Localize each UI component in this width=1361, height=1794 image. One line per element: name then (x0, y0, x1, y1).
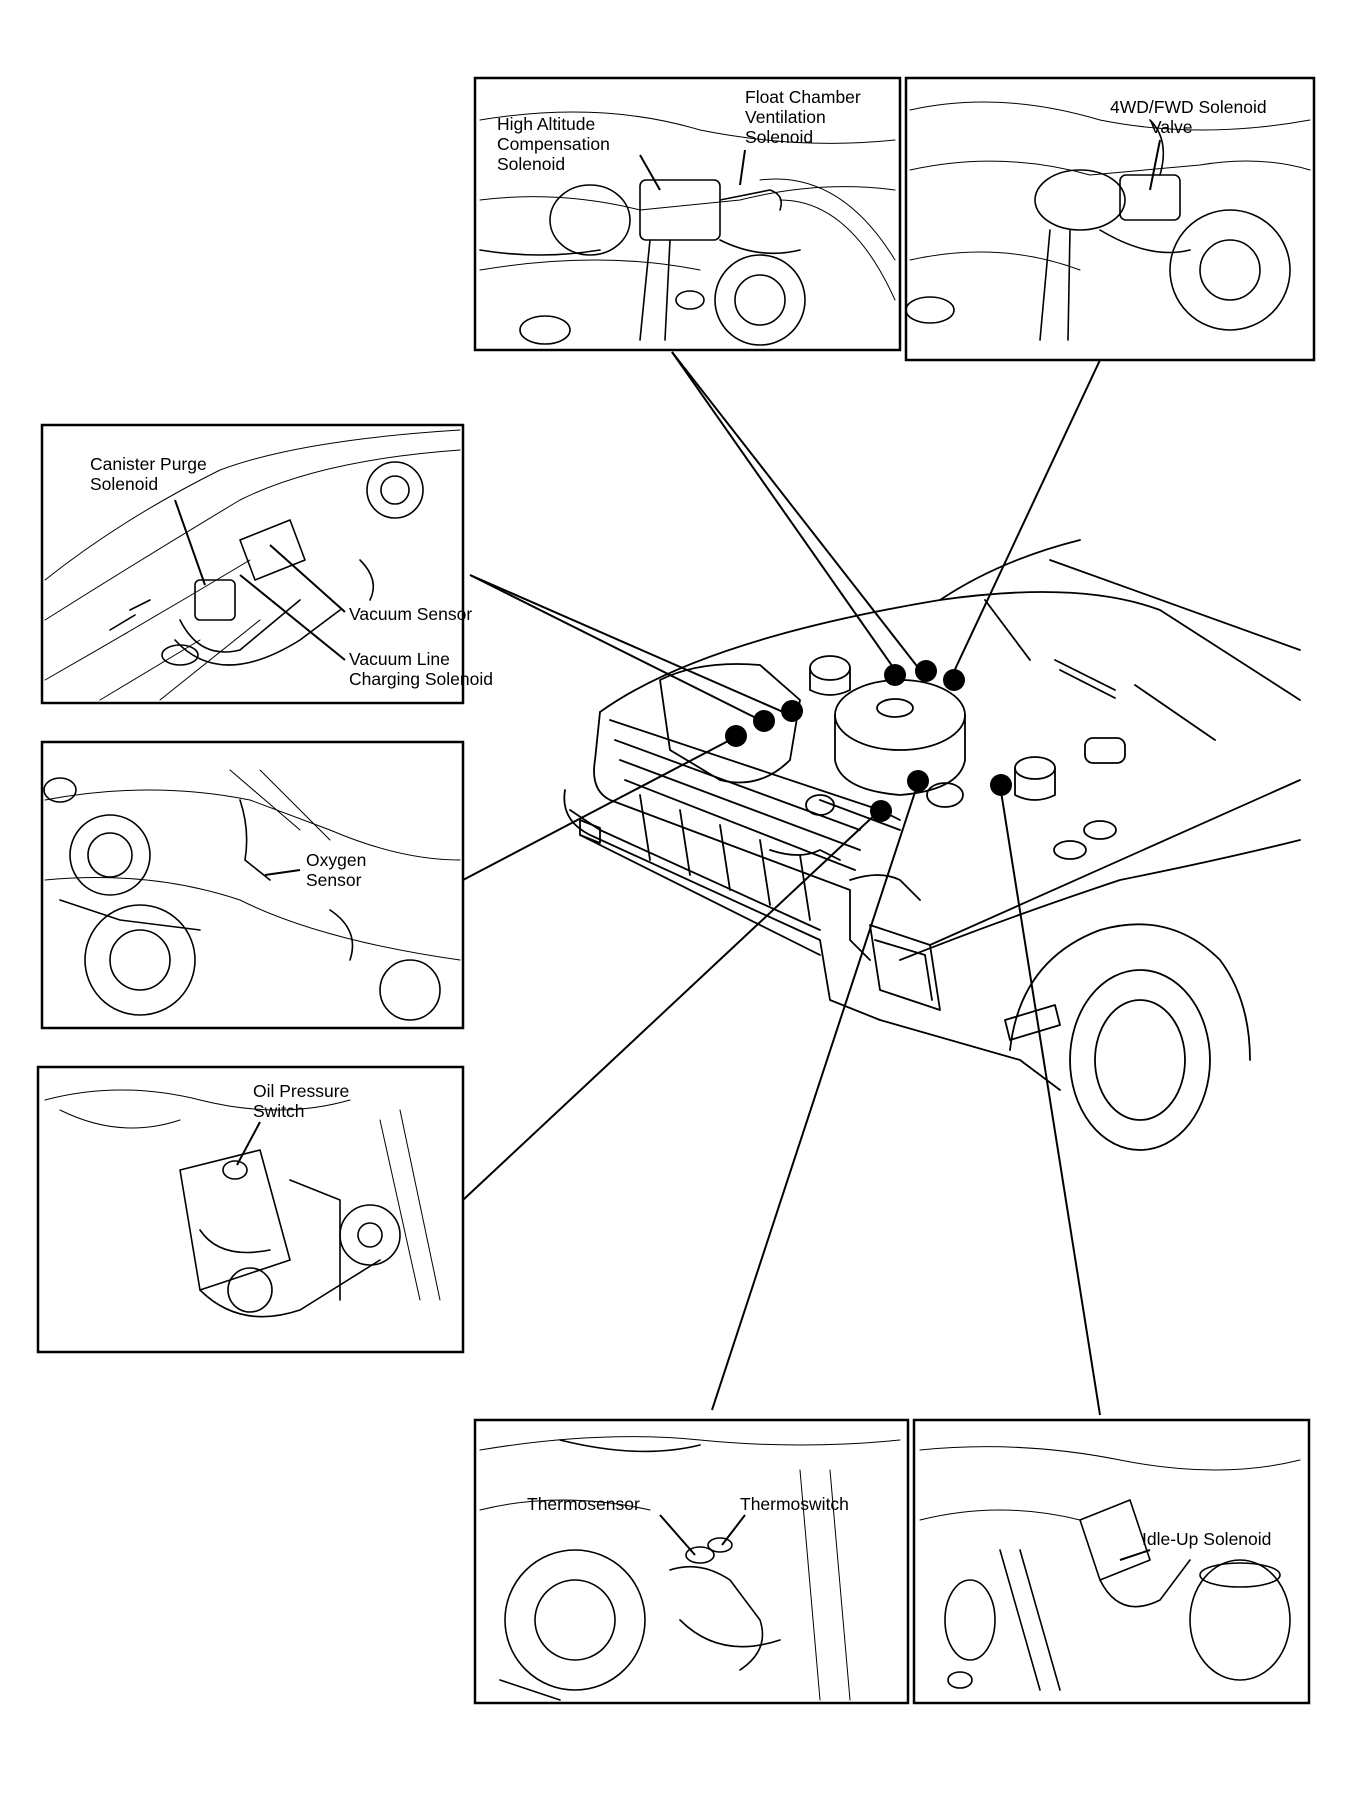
leader-canister (469, 574, 791, 716)
dot-high-altitude (884, 664, 906, 686)
leader-4wd (949, 359, 1101, 681)
panel-idle-up: Idle-Up Solenoid (912, 1418, 1311, 1705)
label-vacuum-line: Vacuum Line (349, 649, 450, 669)
leader-oil (462, 809, 881, 1201)
label-float-chamber: Float Chamber (745, 87, 861, 107)
label-solenoid-2: Solenoid (745, 127, 813, 147)
leader-high-altitude (671, 351, 896, 671)
label-high-altitude: High Altitude (497, 114, 595, 134)
label-ventilation: Ventilation (745, 107, 826, 127)
leader-float-chamber (671, 351, 921, 671)
dot-idle-up (990, 774, 1012, 796)
dot-vacuum-sensor (781, 700, 803, 722)
panel-thermo: Thermosensor Thermoswitch (473, 1418, 910, 1705)
leader-thermo (711, 782, 919, 1411)
label-charging-solenoid: Charging Solenoid (349, 669, 493, 689)
label-idle-up: Idle-Up Solenoid (1142, 1529, 1271, 1549)
dot-canister-purge (753, 710, 775, 732)
leader-lines (462, 351, 1101, 1416)
panel-oxygen-sensor: Oxygen Sensor (40, 740, 465, 1030)
dot-float-chamber (915, 660, 937, 682)
leader-idle (999, 784, 1101, 1416)
dot-4wd (943, 669, 965, 691)
leader-oxygen (462, 739, 731, 881)
label-thermosensor: Thermosensor (527, 1494, 640, 1514)
panel-oil-pressure: Oil Pressure Switch (36, 1065, 465, 1354)
panel-float-chamber: High Altitude Compensation Solenoid Floa… (473, 76, 902, 352)
label-vacuum-sensor: Vacuum Sensor (349, 604, 472, 624)
location-dots (725, 660, 1012, 822)
car-illustration (563, 539, 1301, 1151)
dot-oil-pressure (870, 800, 892, 822)
label-valve: Valve (1150, 117, 1192, 137)
label-4wd-solenoid: 4WD/FWD Solenoid (1110, 97, 1267, 117)
label-compensation: Compensation (497, 134, 610, 154)
label-oil-switch: Switch (253, 1101, 305, 1121)
label-oxygen: Oxygen (306, 850, 366, 870)
label-oil-pressure: Oil Pressure (253, 1081, 349, 1101)
label-solenoid-1: Solenoid (497, 154, 565, 174)
label-canister-solenoid: Solenoid (90, 474, 158, 494)
dot-thermo (907, 770, 929, 792)
dot-oxygen (725, 725, 747, 747)
leader-vacuum (469, 574, 761, 721)
label-oxygen-sensor: Sensor (306, 870, 362, 890)
panel-4wd-solenoid: 4WD/FWD Solenoid Valve (904, 76, 1316, 362)
panel-canister-purge: Canister Purge Solenoid Vacuum Sensor Va… (40, 423, 493, 705)
label-canister-purge: Canister Purge (90, 454, 207, 474)
label-thermoswitch: Thermoswitch (740, 1494, 849, 1514)
